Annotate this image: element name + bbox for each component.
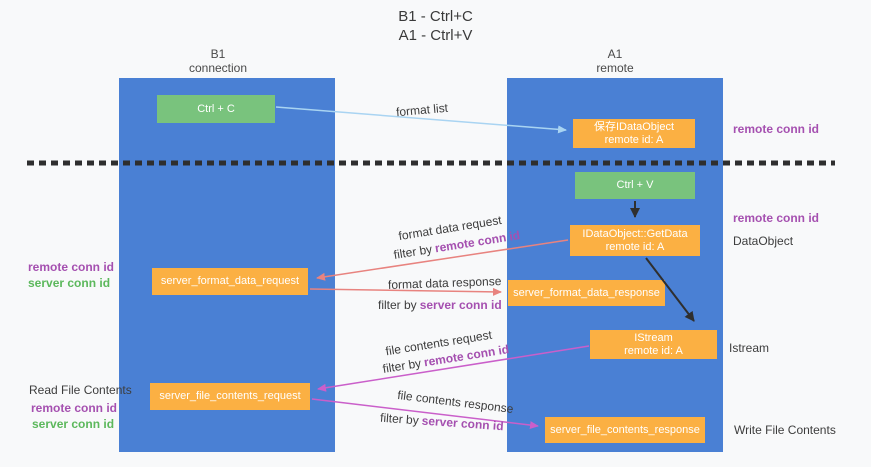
node-format-request-label: server_format_data_request xyxy=(160,275,300,287)
right-label-remote-conn-id-dataobject: remote conn id xyxy=(733,211,820,225)
node-file-response-label: server_file_contents_response xyxy=(550,423,700,436)
format-list-text: format list xyxy=(395,100,449,120)
left-label-server-conn-id-format: server conn id xyxy=(28,276,111,290)
filter-by-text: filter by xyxy=(378,298,417,312)
left-label-read-file-contents: Read File Contents xyxy=(29,383,132,397)
node-istream: IStream remote id: A xyxy=(590,330,717,359)
node-getdata-line1: IDataObject::GetData xyxy=(582,227,688,240)
node-istream-line2: remote id: A xyxy=(624,344,683,357)
title-line-b1: B1 - Ctrl+C xyxy=(398,8,473,25)
title-line-a1: A1 - Ctrl+V xyxy=(398,27,473,44)
node-getdata-line2: remote id: A xyxy=(605,240,665,253)
file-contents-response-text: file contents response xyxy=(396,387,515,417)
diagram-title: B1 - Ctrl+C A1 - Ctrl+V xyxy=(0,7,871,45)
node-server-format-data-response: server_format_data_response xyxy=(508,280,665,306)
flow-label-format-list: format list xyxy=(395,101,448,119)
format-data-response-text: format data response xyxy=(387,274,502,292)
right-label-write-file-contents: Write File Contents xyxy=(734,423,836,437)
right-label-istream: Istream xyxy=(729,341,770,355)
node-ctrl-v-label: Ctrl + V xyxy=(616,179,654,191)
node-save-idataobject: 保存IDataObject remote id: A xyxy=(573,119,695,148)
server-conn-id-text: server conn id xyxy=(421,413,505,434)
filter-by-text: filter by xyxy=(392,242,434,262)
node-ctrl-v: Ctrl + V xyxy=(575,172,695,199)
node-save-idataobject-line1: 保存IDataObject xyxy=(593,120,675,133)
filter-by-text: filter by xyxy=(381,356,423,376)
lane-b1-name: B1 xyxy=(210,47,226,61)
node-idataobject-getdata: IDataObject::GetData remote id: A xyxy=(570,225,700,256)
lane-b1-subtitle: connection xyxy=(188,61,248,75)
right-label-dataobject: DataObject xyxy=(733,234,794,248)
node-server-file-contents-response: server_file_contents_response xyxy=(545,417,705,443)
left-label-remote-conn-id-format: remote conn id xyxy=(28,260,115,274)
lane-header-a1: A1 remote xyxy=(507,47,723,75)
lane-header-b1: B1 connection xyxy=(110,47,326,75)
flow-label-file-contents-response: file contents response xyxy=(397,388,515,416)
filter-by-text: filter by xyxy=(379,410,420,428)
server-conn-id-text: server conn id xyxy=(419,298,502,312)
node-save-idataobject-line2: remote id: A xyxy=(604,133,664,146)
node-file-request-label: server_file_contents_request xyxy=(159,390,301,402)
lane-a1-subtitle: remote xyxy=(596,61,634,75)
left-label-server-conn-id-file: server conn id xyxy=(32,417,115,431)
flow-label-format-data-response: format data response xyxy=(388,274,502,292)
node-istream-line1: IStream xyxy=(634,331,673,344)
node-ctrl-c: Ctrl + C xyxy=(157,95,275,123)
right-label-remote-conn-id-top: remote conn id xyxy=(733,122,820,136)
node-ctrl-c-label: Ctrl + C xyxy=(197,102,235,115)
lane-a1-name: A1 xyxy=(607,47,623,61)
node-format-response-label: server_format_data_response xyxy=(513,286,660,299)
node-server-file-contents-request: server_file_contents_request xyxy=(150,383,310,410)
left-label-remote-conn-id-file: remote conn id xyxy=(31,401,118,415)
node-server-format-data-request: server_format_data_request xyxy=(152,268,308,295)
